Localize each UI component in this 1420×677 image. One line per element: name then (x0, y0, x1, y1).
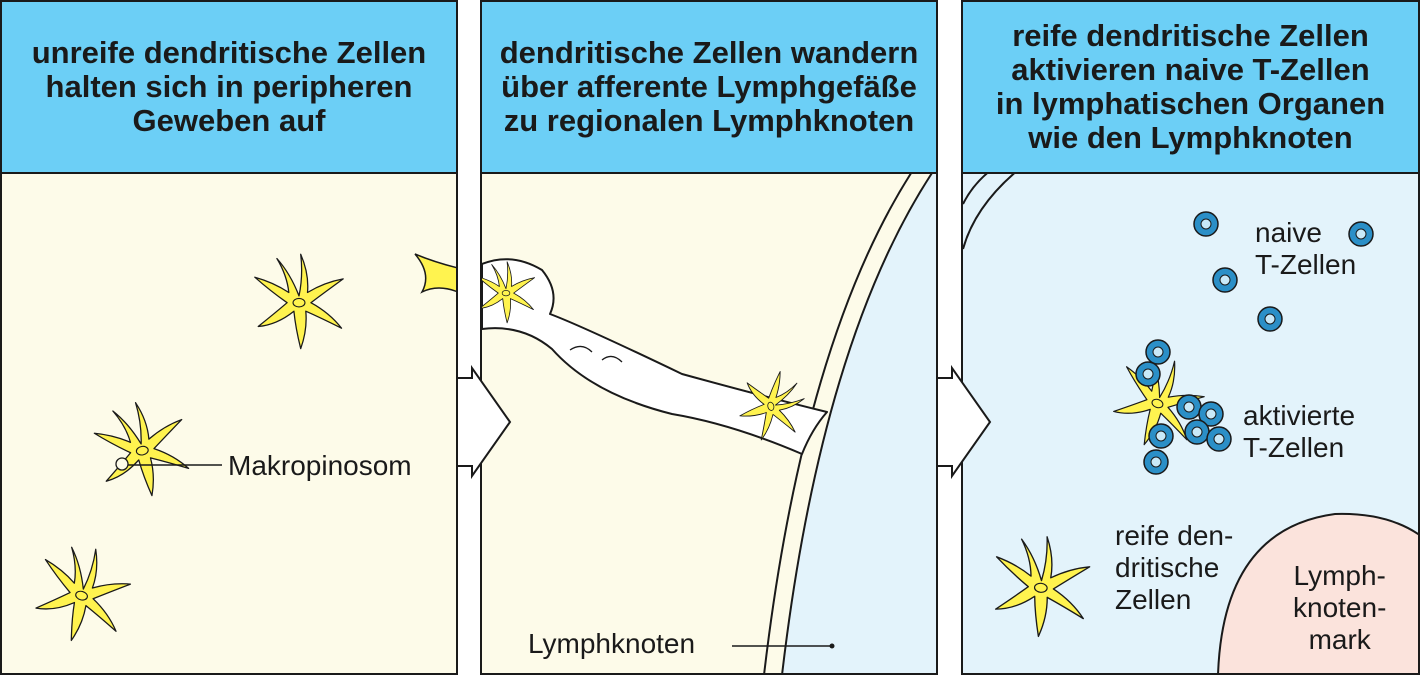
panel-1-body: Makropinosom (2, 174, 456, 673)
panel-3-title: reife dendritische Zellen aktivieren nai… (995, 18, 1386, 155)
lymph-node-area (782, 174, 936, 673)
activated-t-cell (1143, 449, 1169, 475)
panel-t-cell-activation: reife dendritische Zellen aktivieren nai… (961, 0, 1420, 675)
panel-immature-dendritic-cells: unreife dendritische Zellen halten sich … (0, 0, 458, 675)
activated-t-cell (1184, 419, 1210, 445)
naive-t-cell (1212, 267, 1238, 293)
activated-t-cell (1176, 394, 1202, 420)
lymph-vessel-valves (569, 345, 623, 363)
immature-dendritic-cell (26, 536, 138, 653)
lymph-node-medulla (1217, 512, 1418, 673)
macropinosome-label: Makropinosom (228, 450, 412, 481)
panel-1-header: unreife dendritische Zellen halten sich … (2, 2, 456, 174)
migrating-dendritic-cell-part (414, 253, 456, 294)
naive-t-cells-label: naive T-Zellen (1255, 217, 1357, 280)
panel-3-header: reife dendritische Zellen aktivieren nai… (963, 2, 1418, 174)
mature-dendritic-cells-label: reife den- dritische Zellen (1115, 520, 1234, 615)
panel-2-illustration (482, 174, 936, 673)
naive-t-cell (1193, 211, 1219, 237)
activated-t-cell (1135, 361, 1161, 387)
activated-t-cell (1148, 423, 1174, 449)
lymph-node-medulla-label: Lymph- knoten- mark (1293, 560, 1387, 655)
afferent-lymph-vessel (482, 258, 828, 455)
activated-t-cells-label: aktivierte T-Zellen (1243, 400, 1356, 463)
panel-2-title: dendritische Zellen wandern über afferen… (499, 35, 919, 138)
lymph-node-label: Lymphknoten (528, 628, 696, 659)
mature-dendritic-cell (989, 531, 1093, 641)
activated-t-cell (1145, 339, 1171, 365)
capsule-edge-inner (963, 174, 1015, 250)
panel-3-body: naive T-Zellen aktivierte T-Zellen reife… (963, 174, 1418, 673)
lymph-node-capsule-inner (781, 174, 933, 673)
panel-1-title: unreife dendritische Zellen halten sich … (31, 35, 427, 138)
panel-3-illustration (963, 174, 1418, 673)
immature-dendritic-cell-with-macropinosome (89, 394, 195, 505)
capsule-edge-outer (963, 174, 988, 205)
lymph-node-pointer-dot (829, 643, 835, 649)
immature-dendritic-cell (254, 253, 344, 350)
panel-2-header: dendritische Zellen wandern über afferen… (482, 2, 936, 174)
panel-1-illustration (26, 253, 456, 653)
activated-t-cell (1206, 426, 1232, 452)
panel-migration: dendritische Zellen wandern über afferen… (480, 0, 938, 675)
lymph-node-capsule-outer (763, 174, 912, 673)
macropinosome-vesicle (115, 457, 129, 471)
naive-t-cell (1257, 306, 1283, 332)
panel-2-body: Lymphknoten (482, 174, 936, 673)
